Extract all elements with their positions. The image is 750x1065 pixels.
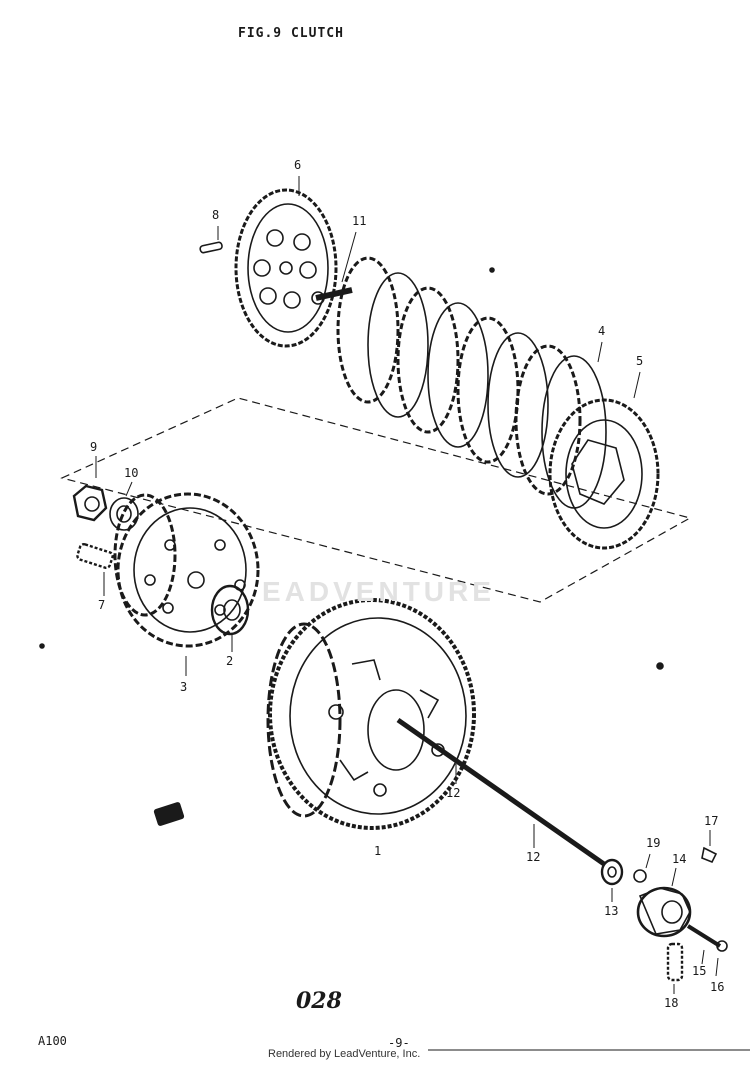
part-label-7: 7 (98, 598, 106, 612)
sleeve-hub-part-3 (113, 492, 260, 676)
release-assembly (633, 830, 728, 994)
page-number: -9- (388, 1036, 410, 1050)
lock-washer-part-10 (109, 481, 139, 531)
part-label-17: 17 (704, 814, 719, 828)
footer-credit: Rendered by LeadVenture, Inc. (268, 1048, 421, 1060)
key-part-7 (76, 542, 114, 596)
print-specks (39, 267, 664, 826)
part-label-16: 16 (710, 980, 725, 994)
clutch-housing-part-1 (266, 598, 476, 830)
part-label-14: 14 (672, 852, 687, 866)
part-label-12-upper: 12 (446, 786, 461, 800)
part-label-18: 18 (664, 996, 679, 1010)
pin-part-8 (199, 226, 223, 254)
part-label-4: 4 (598, 324, 606, 338)
part-label-13: 13 (604, 904, 619, 918)
part-label-10: 10 (124, 466, 139, 480)
part-label-9: 9 (90, 440, 98, 454)
part-label-1: 1 (374, 844, 382, 858)
nut-part-9 (72, 456, 108, 522)
part-label-15: 15 (692, 964, 707, 978)
part-label-3: 3 (180, 680, 188, 694)
part-label-19: 19 (646, 836, 661, 850)
watermark-text: EADVENTURE (262, 576, 495, 607)
part-label-6: 6 (294, 158, 302, 172)
oil-seal-part-13 (600, 858, 624, 902)
figure-title: FIG.9 CLUTCH (238, 26, 344, 41)
part-label-2: 2 (226, 654, 234, 668)
part-label-12-lower: 12 (526, 850, 541, 864)
part-label-5: 5 (636, 354, 644, 368)
part-label-8: 8 (212, 208, 220, 222)
clutch-plate-stack (336, 256, 660, 550)
page-code: 028 (296, 988, 342, 1014)
pressure-plate-part-6 (234, 188, 338, 348)
thrust-washer-part-2 (210, 584, 250, 652)
push-rod-part-12 (396, 717, 606, 867)
part-label-11: 11 (352, 214, 367, 228)
model-code: A100 (38, 1034, 67, 1048)
push-piece-part-11 (311, 231, 357, 305)
